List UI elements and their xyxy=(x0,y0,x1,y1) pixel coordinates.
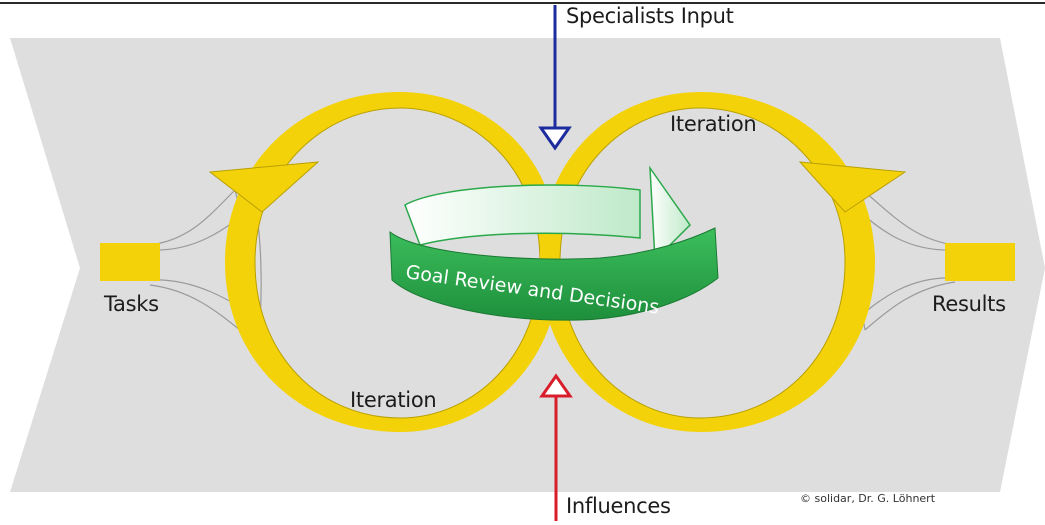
tasks-label: Tasks xyxy=(104,292,159,316)
iteration-upper-label: Iteration xyxy=(670,112,757,136)
specialists-input-arrow xyxy=(538,5,572,151)
goal-band-front xyxy=(389,227,719,321)
tasks-stub xyxy=(100,243,160,281)
goal-band-back xyxy=(404,184,641,246)
right-loop-edge xyxy=(559,107,846,419)
results-label: Results xyxy=(932,292,1006,316)
specialists-input-label: Specialists Input xyxy=(566,4,734,28)
left-loop-arrowhead xyxy=(208,161,320,213)
right-loop-arrowhead xyxy=(798,161,907,213)
goal-band-arrowhead xyxy=(649,165,691,262)
results-stub xyxy=(945,243,1015,281)
credit-label: © solidar, Dr. G. Löhnert xyxy=(800,492,936,505)
influences-label: Influences xyxy=(566,494,671,518)
iteration-lower-label: Iteration xyxy=(350,388,437,412)
left-loop-edge xyxy=(254,107,541,419)
influences-arrow xyxy=(539,373,573,521)
